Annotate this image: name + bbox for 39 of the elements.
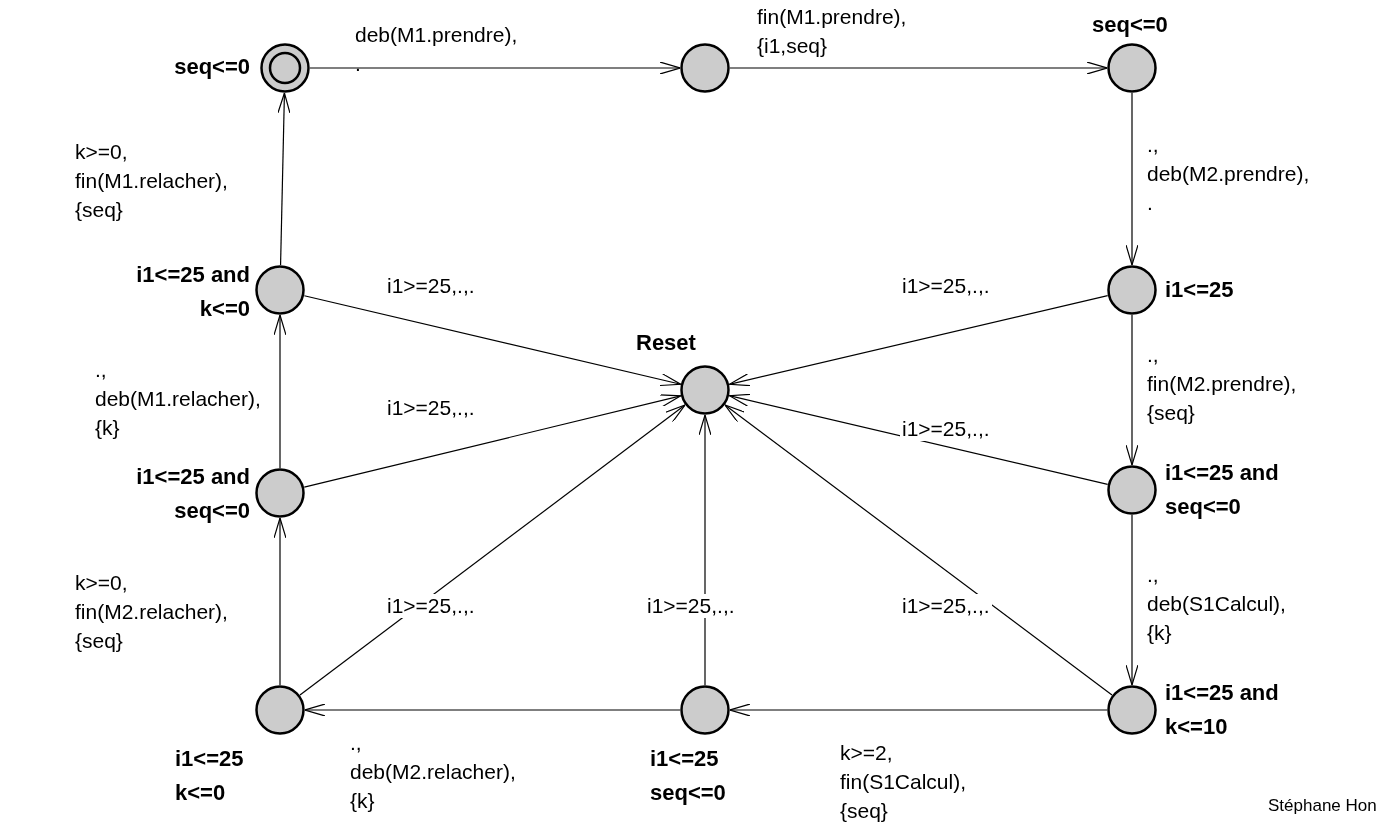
transition-arrow (303, 394, 682, 488)
invariant-label: i1<=25 and seq<=0 (1165, 459, 1280, 521)
transition-arrow (729, 61, 1108, 75)
state-name: Reset (636, 330, 696, 356)
transition-arrow (698, 414, 712, 686)
transition-arrow (728, 295, 1109, 387)
transition-arrow (1125, 92, 1139, 266)
edge-label: deb(M1.prendre), . (355, 22, 518, 77)
transition-arrow (304, 703, 681, 717)
transition-arrow (273, 517, 287, 686)
edge-label: ., deb(M1.relacher), {k} (95, 357, 261, 441)
edge-label: k>=2, fin(S1Calcul), {seq} (840, 740, 967, 824)
invariant-label: i1<=25 k<=0 (175, 745, 245, 807)
transition-arrow (729, 703, 1108, 717)
invariant-label: i1<=25 seq<=0 (650, 745, 727, 807)
transition-arrow (728, 393, 1109, 485)
edge-label: k>=0, fin(M2.relacher), {seq} (75, 570, 228, 654)
edge-label: ., deb(M2.relacher), {k} (350, 730, 516, 814)
transition-arrow (1125, 314, 1139, 466)
edge-label: ., deb(M2.prendre), . (1147, 132, 1310, 216)
invariant-label: i1<=25 (1165, 276, 1235, 304)
invariant-label: i1<=25 and seq<=0 (135, 463, 250, 525)
invariant-label: i1<=25 and k<=0 (135, 261, 250, 323)
invariant-label: seq<=0 (173, 53, 250, 81)
transition-arrow (1125, 514, 1139, 686)
transition-arrow (309, 61, 681, 75)
edge-label: ., deb(S1Calcul), {k} (1147, 562, 1286, 646)
edge-label: fin(M1.prendre), {i1,seq} (757, 4, 907, 59)
transition-arrow (277, 92, 291, 266)
invariant-label: i1<=25 and k<=10 (1165, 679, 1280, 741)
edge-label: i1>=25,.,. (900, 594, 992, 618)
transition-arrow (299, 404, 686, 696)
edge-label: k>=0, fin(M1.relacher), {seq} (75, 139, 228, 223)
author-credit: Stéphane Hon (1268, 796, 1377, 816)
transition-arrow (724, 404, 1113, 696)
transition-arrow (273, 314, 287, 469)
edge-label: ., fin(M2.prendre), {seq} (1147, 342, 1297, 426)
transition-arrow (303, 295, 682, 387)
invariant-label: seq<=0 (1092, 11, 1169, 39)
